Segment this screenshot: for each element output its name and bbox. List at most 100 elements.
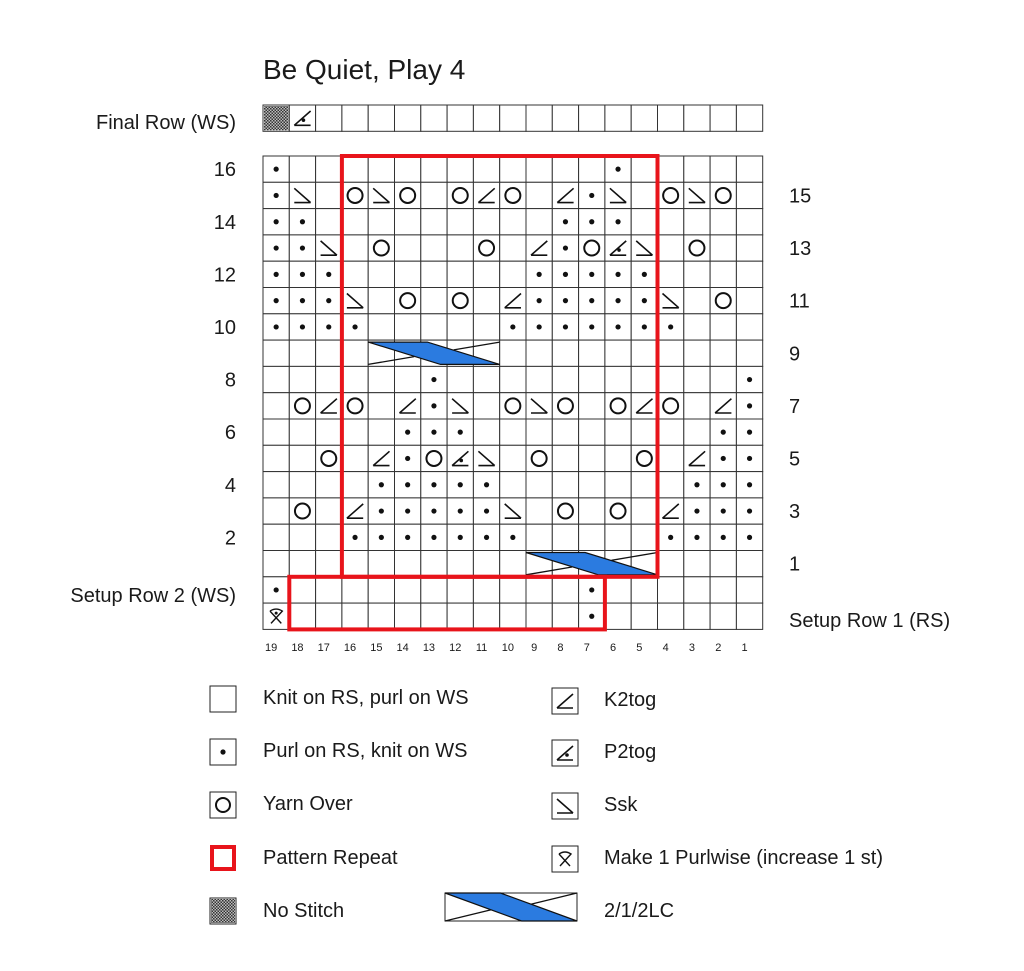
row-number-right: 5 (789, 448, 800, 470)
purl-dot (720, 534, 726, 540)
setup-row-1-cell (420, 602, 448, 630)
make1-purlwise-icon (269, 608, 284, 624)
chart-cell (657, 234, 685, 262)
purl-dot (694, 482, 700, 488)
setup-row-2-cell (341, 576, 369, 604)
purl-dot (457, 508, 463, 514)
chart-cell (315, 208, 343, 236)
chart-cell (315, 339, 343, 367)
row-number-right: 7 (789, 396, 800, 418)
chart-cell (578, 497, 606, 525)
chart-cell (288, 418, 317, 446)
k2tog-icon (635, 398, 654, 414)
chart-cell (420, 234, 448, 262)
chart-cell (262, 471, 290, 499)
ssk-icon (346, 292, 364, 309)
purl-dot (510, 534, 516, 540)
chart-cell (657, 550, 685, 578)
chart-cell (630, 365, 659, 394)
chart-cell (551, 365, 580, 394)
yarn-over-icon (662, 397, 680, 415)
purl-dot (378, 482, 384, 488)
chart-cell (394, 234, 422, 262)
no-stitch-cell (211, 899, 235, 923)
chart-cell (472, 208, 501, 236)
chart-cell (262, 497, 290, 525)
chart-cell (604, 339, 632, 367)
yarn-over-icon (451, 186, 469, 204)
yarn-over-icon (425, 449, 443, 467)
purl-dot (457, 534, 463, 540)
chart-cell (735, 339, 764, 367)
yarn-over-icon (346, 186, 364, 204)
chart-cell (446, 260, 474, 289)
chart-cell (551, 444, 580, 473)
column-number: 2 (715, 642, 721, 654)
purl-dot (536, 324, 542, 330)
chart-cell (735, 550, 764, 578)
yarn-over-icon (372, 239, 390, 257)
chart-cell (683, 418, 711, 446)
chart-cell (604, 497, 632, 525)
chart-cell (709, 234, 737, 262)
chart-cell (551, 418, 580, 446)
chart-cell (262, 444, 290, 473)
chart-cell (578, 365, 606, 394)
ssk-icon (530, 398, 548, 414)
yarn-over-icon (688, 239, 706, 257)
chart-cell (499, 260, 527, 289)
final-row-cell (604, 104, 632, 132)
chart-cell (446, 550, 474, 578)
yarn-over-icon (215, 797, 231, 813)
chart-cell (630, 208, 659, 236)
ssk-icon (504, 503, 522, 519)
chart-cell (394, 444, 422, 473)
chart-cell (394, 313, 422, 341)
chart-cell (683, 287, 711, 315)
chart-cell (446, 155, 474, 183)
k2tog-icon (398, 398, 417, 414)
purl-dot (326, 298, 332, 304)
chart-cell (683, 155, 711, 183)
legend-cable-line (444, 892, 578, 922)
chart-cell (315, 471, 343, 499)
chart-cell (604, 392, 632, 420)
purl-dot (273, 245, 279, 251)
purl-dot (431, 508, 437, 514)
chart-cell (683, 550, 711, 578)
chart-cell (525, 444, 553, 473)
legend-knit-text: Knit on RS, purl on WS (263, 687, 469, 709)
purl-dot (694, 534, 700, 540)
chart-title: Be Quiet, Play 4 (263, 54, 466, 85)
chart-cell (472, 550, 501, 578)
purl-dot (615, 219, 621, 225)
yarn-over-icon (346, 397, 364, 415)
yarn-over-icon (504, 186, 522, 204)
purl-dot (720, 429, 726, 435)
chart-cell (367, 365, 396, 394)
setup-row-2-cell (551, 576, 580, 604)
ssk-icon (609, 187, 627, 204)
final-row-cell (499, 104, 527, 132)
yarn-over-icon (583, 239, 601, 257)
chart-cell (472, 392, 501, 420)
chart-cell (288, 155, 317, 183)
chart-cell (709, 365, 737, 394)
chart-cell (315, 181, 343, 210)
chart-cell (341, 208, 369, 236)
column-number: 11 (476, 642, 487, 654)
purl-dot (299, 271, 306, 277)
purl-dot (273, 324, 279, 330)
purl-dot (431, 403, 437, 409)
chart-cell (367, 287, 396, 315)
purl-dot (457, 429, 463, 435)
chart-cell (394, 181, 422, 210)
purl-dot (273, 298, 279, 304)
setup-row-2-cell (657, 576, 685, 604)
chart-cell (499, 155, 527, 183)
setup-row-1-cell (657, 602, 685, 630)
final-row-cell (394, 104, 422, 132)
chart-cell (735, 287, 764, 315)
purl-dot (720, 455, 726, 462)
